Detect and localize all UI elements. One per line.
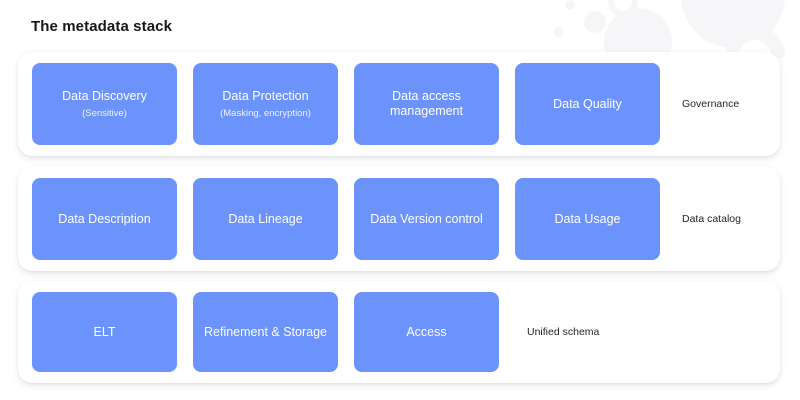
tile-label: Access (406, 324, 447, 339)
tile-data-version-control[interactable]: Data Version control (354, 178, 499, 260)
data-catalog-row: Data Description Data Lineage Data Versi… (18, 167, 780, 271)
tile-label: Data Usage (554, 211, 621, 226)
tile-label: Data Discovery (62, 88, 147, 103)
tile-elt[interactable]: ELT (32, 292, 177, 372)
tile-data-description[interactable]: Data Description (32, 178, 177, 260)
tile-label: Data Lineage (228, 211, 303, 226)
tile-label: Data Version control (370, 211, 483, 226)
tile-label: Data Protection (222, 88, 309, 103)
tile-access[interactable]: Access (354, 292, 499, 372)
tile-refinement-and-storage[interactable]: Refinement & Storage (193, 292, 338, 372)
tile-data-usage[interactable]: Data Usage (515, 178, 660, 260)
governance-row: Data Discovery (Sensitive) Data Protecti… (18, 52, 780, 156)
tile-sublabel: (Masking, encryption) (220, 107, 311, 119)
row-tag-governance: Governance (682, 98, 740, 110)
tile-data-discovery[interactable]: Data Discovery (Sensitive) (32, 63, 177, 145)
tile-label: Data Description (58, 211, 151, 226)
data-catalog-row-inner: Data Description Data Lineage Data Versi… (32, 178, 766, 260)
tile-label: Data Quality (553, 96, 622, 111)
tile-label: ELT (93, 324, 116, 339)
tile-label: Data access management (390, 89, 463, 118)
unified-schema-row: ELT Refinement & Storage Access Unified … (18, 281, 780, 383)
page-title: The metadata stack (31, 18, 173, 35)
tile-sublabel: (Sensitive) (82, 107, 127, 119)
tile-label: Refinement & Storage (204, 324, 327, 339)
unified-schema-row-inner: ELT Refinement & Storage Access Unified … (32, 292, 766, 372)
tile-data-quality[interactable]: Data Quality (515, 63, 660, 145)
row-tag-unified-schema: Unified schema (527, 326, 600, 338)
tile-data-protection[interactable]: Data Protection (Masking, encryption) (193, 63, 338, 145)
tile-data-access-management[interactable]: Data access management (354, 63, 499, 145)
tile-data-lineage[interactable]: Data Lineage (193, 178, 338, 260)
governance-row-inner: Data Discovery (Sensitive) Data Protecti… (32, 63, 766, 145)
row-tag-data-catalog: Data catalog (682, 213, 741, 225)
